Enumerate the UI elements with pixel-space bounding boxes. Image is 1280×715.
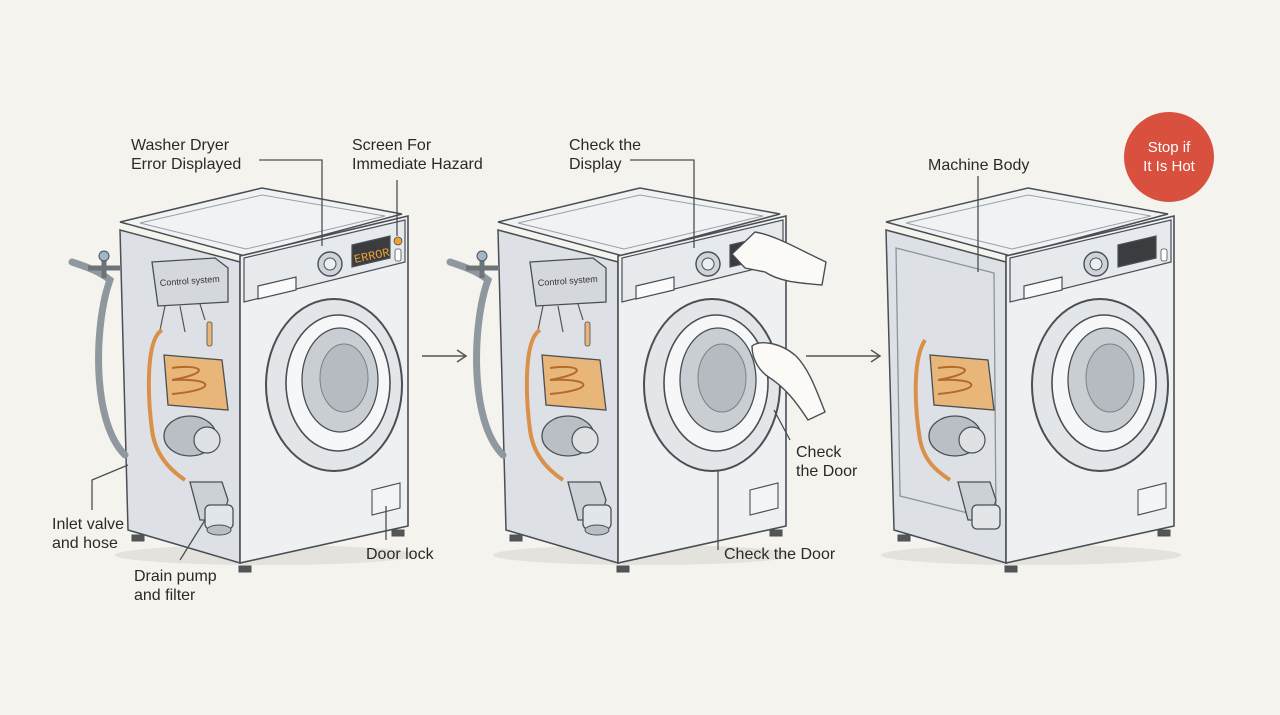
wiring (159, 303, 206, 333)
inlet-hose (68, 258, 129, 459)
machine-foot (769, 529, 783, 537)
leader-line (630, 159, 695, 248)
step-3-washer (881, 176, 1181, 573)
drum (697, 343, 747, 413)
heating-element (541, 354, 607, 411)
top-inset (905, 194, 1152, 250)
control-system-label: Control system (537, 274, 598, 288)
detergent-drawer (1023, 276, 1063, 300)
label-drain-pump: Drain pump and filter (134, 568, 217, 604)
motor-fan (571, 426, 599, 454)
top-panel (497, 187, 781, 257)
temperature-sensor (206, 321, 213, 347)
display-screen (1117, 235, 1157, 268)
label-door-lock: Door lock (366, 546, 434, 563)
leader-line (91, 464, 129, 510)
copper-pipe (524, 328, 565, 482)
heating-coil (549, 365, 585, 395)
filter-cap (584, 524, 610, 536)
filter-access-door (371, 482, 401, 516)
label-check-display: Check the Display (569, 137, 642, 173)
top-inset (517, 194, 764, 250)
flow-arrow-head (870, 349, 882, 363)
hand-on-door (751, 342, 826, 421)
dial-knob-center (1089, 257, 1103, 271)
machine-foot (1004, 565, 1018, 573)
drain-filter (971, 504, 1001, 530)
machine-foot (131, 534, 145, 542)
control-system-box (151, 257, 229, 307)
stop-if-hot-badge: Stop if It Is Hot (1124, 112, 1214, 202)
label-screen-hazard: Screen For Immediate Hazard (352, 137, 483, 173)
machine-foot (1157, 529, 1171, 537)
wiring (537, 303, 584, 333)
label-check-door-bottom: Check the Door (724, 546, 836, 563)
filter-access-door (1137, 482, 1167, 516)
label-machine-body: Machine Body (928, 157, 1030, 174)
leader-line (179, 519, 206, 561)
heating-coil (171, 365, 207, 395)
detergent-drawer (257, 276, 297, 300)
drum (1085, 343, 1135, 413)
heating-element (163, 354, 229, 411)
filter-access-door (749, 482, 779, 516)
machine-foot (897, 534, 911, 542)
label-washer-error: Washer Dryer Error Displayed (131, 137, 242, 173)
motor-fan (958, 426, 986, 454)
label-inlet-valve: Inlet valve and hose (52, 516, 125, 552)
filter-cap (206, 524, 232, 536)
top-panel (885, 187, 1169, 257)
power-button (1160, 248, 1168, 262)
valve-cap (98, 250, 110, 262)
label-check-door-right: Check the Door (796, 444, 858, 480)
top-inset (139, 194, 386, 250)
machine-foot (391, 529, 405, 537)
control-system-label: Control system (159, 274, 220, 288)
power-button (394, 248, 402, 262)
copper-pipe (146, 328, 187, 482)
temperature-sensor (584, 321, 591, 347)
inlet-hose (446, 258, 507, 459)
step-2-washer: Control system (446, 159, 882, 573)
display-screen (351, 235, 391, 268)
dial-knob-center (701, 257, 715, 271)
drum (319, 343, 369, 413)
machine-foot (509, 534, 523, 542)
flow-arrow-head (456, 349, 468, 363)
leader-line (259, 159, 323, 246)
top-panel (119, 187, 403, 257)
detergent-drawer (635, 276, 675, 300)
hand-on-display (731, 231, 827, 286)
control-system-box (529, 257, 607, 307)
leader-line (773, 409, 791, 441)
motor-fan (193, 426, 221, 454)
copper-pipe (913, 338, 952, 482)
valve-cap (476, 250, 488, 262)
machine-foot (616, 565, 630, 573)
dial-knob-center (323, 257, 337, 271)
heating-element (929, 354, 995, 411)
heating-coil (937, 365, 973, 395)
machine-foot (238, 565, 252, 573)
hazard-indicator-light (393, 236, 403, 246)
